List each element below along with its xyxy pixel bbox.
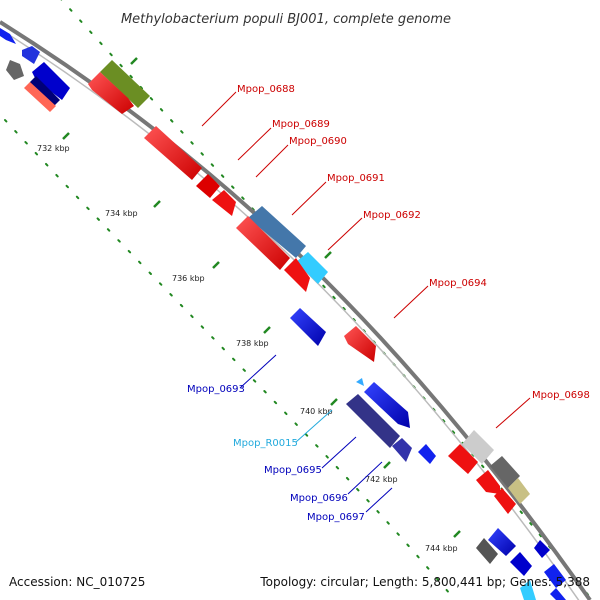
- genes-top-left[interactable]: [0, 28, 150, 114]
- leader-0688: [201, 91, 237, 127]
- tick-label-738: 738 kbp: [236, 339, 269, 348]
- tick-742: [383, 461, 391, 469]
- gene-mpop-0690: [196, 174, 220, 198]
- backbone-line-inner: [0, 28, 580, 600]
- topology-text: Topology: circular; Length: 5,800,441 bp…: [259, 575, 590, 589]
- tick-738: [263, 326, 271, 334]
- gene-mpop-0690b: [236, 216, 290, 270]
- gene-feature: [494, 488, 516, 514]
- outer-tick-2: [324, 251, 332, 259]
- label-mpop-0689[interactable]: Mpop_0689: [272, 119, 330, 130]
- gene-feature: [476, 538, 498, 564]
- gene-mpop-0696: [346, 394, 400, 448]
- label-mpop-r0015[interactable]: Mpop_R0015: [233, 438, 298, 449]
- tick-labels: 732 kbp 734 kbp 736 kbp 738 kbp 740 kbp …: [37, 144, 458, 553]
- outer-tick-1: [130, 57, 138, 65]
- gene-feature: [32, 62, 70, 100]
- label-mpop-0696[interactable]: Mpop_0696: [290, 493, 348, 504]
- gene-labels[interactable]: Mpop_0688 Mpop_0689 Mpop_0690 Mpop_0691 …: [187, 84, 590, 523]
- gene-mpop-0691: [248, 206, 306, 258]
- label-mpop-0690[interactable]: Mpop_0690: [289, 136, 347, 147]
- label-mpop-0688[interactable]: Mpop_0688: [237, 84, 295, 95]
- gene-feature: [88, 72, 134, 114]
- scale-ruler: [4, 0, 594, 600]
- gene-feature: [550, 588, 566, 600]
- tick-label-742: 742 kbp: [365, 475, 398, 484]
- label-mpop-0698[interactable]: Mpop_0698: [532, 390, 590, 401]
- gene-feature: [534, 540, 550, 558]
- gene-mpop-0689: [144, 126, 202, 180]
- gene-feature: [6, 60, 24, 80]
- leaders-forward: [201, 91, 531, 429]
- tick-label-740: 740 kbp: [300, 407, 333, 416]
- tick-label-736: 736 kbp: [172, 274, 205, 283]
- gene-feature: [488, 528, 516, 556]
- leader-0691: [291, 181, 327, 216]
- label-mpop-0695[interactable]: Mpop_0695: [264, 465, 322, 476]
- leader-0697: [365, 487, 393, 513]
- leader-0689: [237, 127, 272, 161]
- tick-736: [212, 261, 220, 269]
- tick-744: [453, 530, 461, 538]
- backbone-line-outer: [0, 20, 592, 600]
- gene-feature: [28, 76, 60, 108]
- tick-label-744: 744 kbp: [425, 544, 458, 553]
- gene-feature: [24, 82, 56, 112]
- leaders-reverse: [239, 354, 393, 513]
- gene-feature: [508, 478, 530, 504]
- label-mpop-0693[interactable]: Mpop_0693: [187, 384, 245, 395]
- gene-mpop-0695: [364, 382, 410, 428]
- gene-feature: [462, 430, 494, 464]
- gene-feature: [22, 46, 40, 64]
- gene-mpop-0697: [392, 438, 412, 462]
- gene-mpop-0692: [296, 252, 328, 284]
- leader-0694: [393, 285, 429, 319]
- gene-feature: [212, 190, 236, 216]
- accession-text: Accession: NC_010725: [9, 575, 145, 589]
- leader-r0015: [295, 409, 333, 443]
- gene-feature: [520, 580, 536, 600]
- leader-0690: [255, 144, 289, 178]
- gene-mpop-0698: [448, 444, 478, 474]
- rna-mpop-r0015: [356, 378, 364, 386]
- gene-feature: [510, 552, 532, 576]
- gene-feature: [284, 258, 310, 292]
- gene-feature: [418, 444, 436, 464]
- tick-734: [153, 200, 161, 208]
- leader-0693: [239, 354, 277, 389]
- tick-740: [330, 398, 338, 406]
- tick-732: [62, 132, 70, 140]
- leader-0698: [495, 397, 531, 429]
- gene-feature: [476, 470, 500, 494]
- label-mpop-0691[interactable]: Mpop_0691: [327, 173, 385, 184]
- genes-mid[interactable]: [144, 126, 376, 362]
- map-title: Methylobacterium populi BJ001, complete …: [121, 12, 451, 27]
- leader-0695: [321, 436, 357, 469]
- tick-label-732: 732 kbp: [37, 144, 70, 153]
- gene-feature: [490, 456, 520, 488]
- tick-label-734: 734 kbp: [105, 209, 138, 218]
- gene-feature: [0, 28, 16, 44]
- gene-feature: [544, 564, 566, 588]
- label-mpop-0697[interactable]: Mpop_0697: [307, 512, 365, 523]
- leader-0692: [327, 217, 363, 251]
- tick-marks: [62, 57, 461, 538]
- gene-mpop-0694: [344, 326, 376, 362]
- leader-0696: [347, 461, 383, 495]
- label-mpop-0692[interactable]: Mpop_0692: [363, 210, 421, 221]
- label-mpop-0694[interactable]: Mpop_0694: [429, 278, 487, 289]
- gene-feature: [100, 60, 150, 108]
- outer-dotted-arc: [60, 0, 594, 600]
- gene-mpop-0693: [290, 308, 326, 346]
- genes-lower[interactable]: [346, 378, 566, 600]
- genome-backbone: [0, 20, 592, 600]
